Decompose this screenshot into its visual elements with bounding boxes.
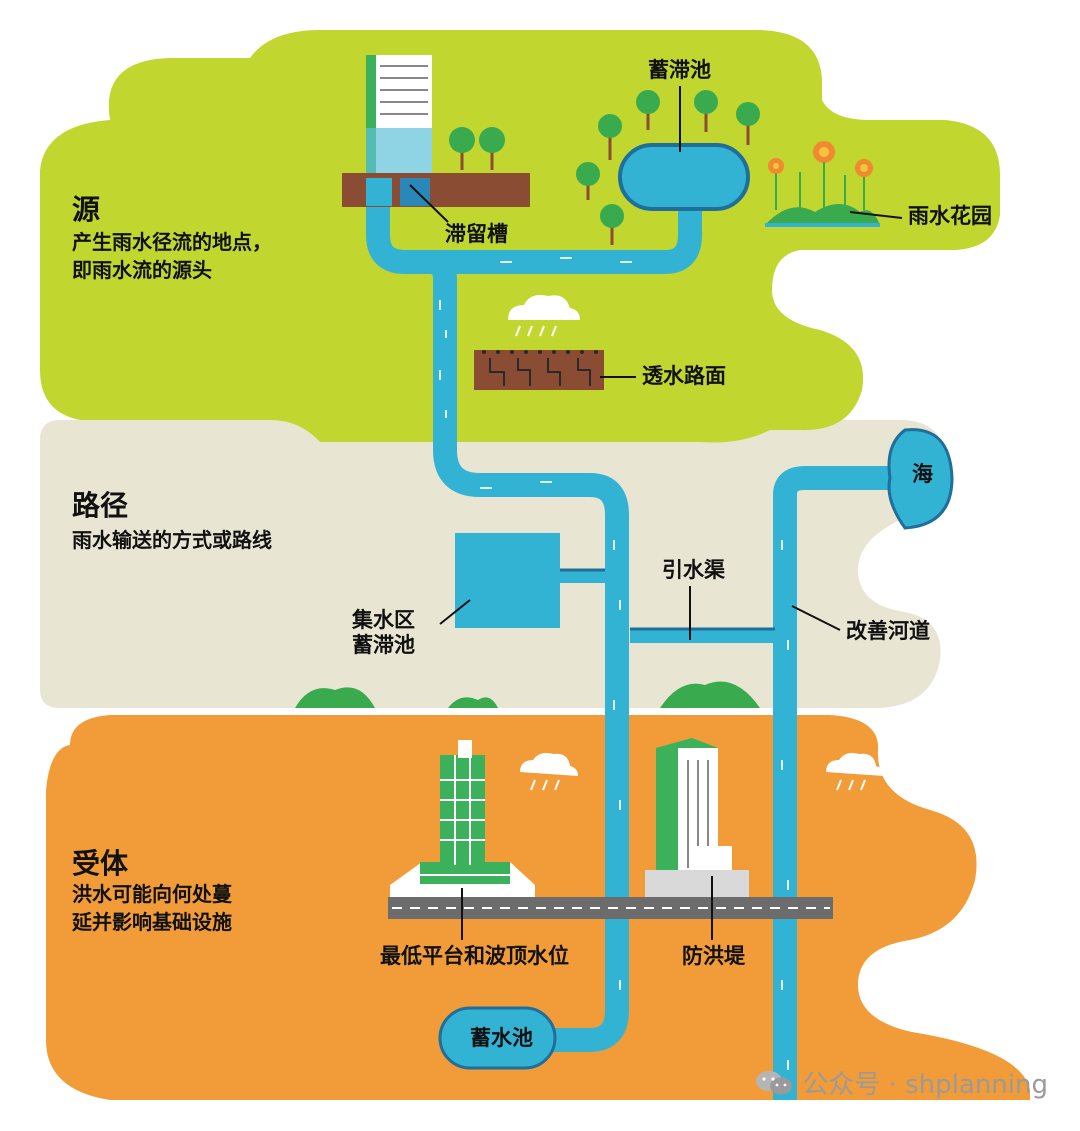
label-improved-river: 改善河道 [846,619,930,643]
rain-garden-graphic [765,141,880,227]
water-network [366,190,900,1100]
label-storage-pond: 蓄水池 [470,1026,533,1050]
rain-cloud-top [508,295,580,337]
building-side [366,55,376,173]
wechat-icon [754,1069,794,1097]
building-glass [366,128,432,173]
leader-lines [409,86,903,940]
watermark-text: 公众号 · shplanning [802,1070,1048,1100]
zone-desc-source: 产生雨水径流的地点， 即雨水流的源头 [72,230,272,282]
retention-trench-box [400,178,430,206]
zone-title-source: 源 [72,193,101,226]
bushes-pathway [295,681,760,708]
label-catchment-pond: 集水区 蓄滞池 [352,608,415,658]
zone-title-pathway: 路径 [72,489,129,522]
label-retention-trench: 滞留槽 [445,222,508,246]
water-channel-pond-link [430,200,702,274]
label-rain-garden: 雨水花园 [908,204,992,228]
water-channel-river [773,466,900,1100]
retention-trench [366,178,392,206]
trees-source [449,90,760,245]
label-sea: 海 [912,462,933,486]
connector-channels [560,569,775,643]
tower-right [645,738,749,900]
label-diversion-channel: 引水渠 [662,558,725,582]
office-building [366,55,432,173]
label-flood-wall: 防洪堤 [682,944,745,968]
permeable-pavement-graphic [474,350,604,390]
tower-left [390,740,535,897]
zone-title-receptor: 受体 [72,847,129,880]
watermark: 公众号 · shplanning [754,1064,1048,1101]
zone-desc-receptor: 洪水可能向何处蔓 延并影响基础设施 [72,882,232,934]
storage-pond [438,1006,557,1070]
water-channel-main [366,190,629,1052]
label-min-platform: 最低平台和波顶水位 [380,944,569,968]
label-detention-pond-top: 蓄滞池 [648,58,711,82]
rain-clouds-bottom [520,752,884,776]
rain-lines-bottom [530,779,866,791]
catchment-basin [455,533,560,628]
zone-desc-pathway: 雨水输送的方式或路线 [72,528,272,552]
source-zone [40,30,1000,443]
detention-pond-top [618,143,750,211]
sea-body [887,428,954,530]
label-permeable-pavement: 透水路面 [642,364,726,388]
